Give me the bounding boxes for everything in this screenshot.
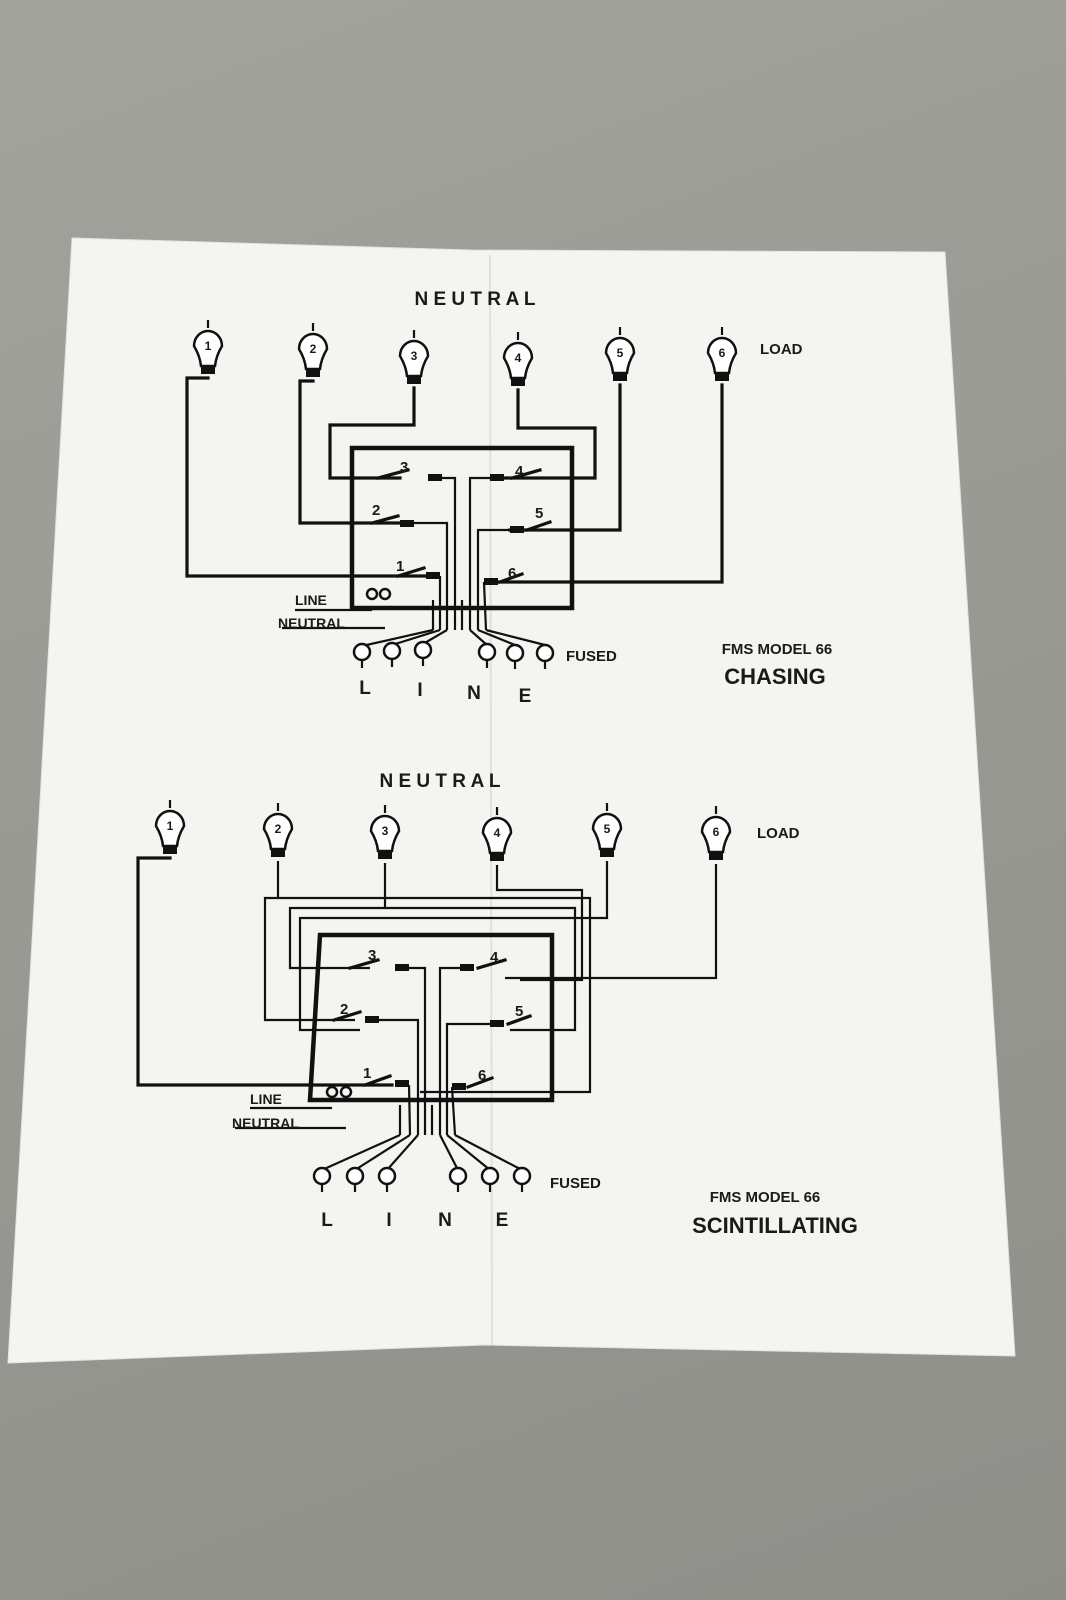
bulb-1: 1 (192, 329, 224, 374)
bulb-3: 3 (398, 339, 430, 384)
switch-number: 4 (490, 949, 499, 966)
line-input-label: LINE (295, 592, 327, 608)
fused-terminals: FUSED (312, 1133, 601, 1192)
bulb-6: 6 (706, 336, 738, 381)
controller-box (307, 932, 555, 1103)
switch-5: 5 (490, 1003, 533, 1027)
neutral-heading: N E U T R A L (414, 289, 535, 310)
paper-sheet (7, 237, 1016, 1364)
controller-box (349, 445, 575, 611)
fused-terminals: FUSED (352, 628, 617, 669)
bulb-number: 2 (275, 822, 282, 836)
line-letter: I (417, 680, 422, 701)
neutral-stubs (206, 320, 724, 340)
switch-4: 4 (490, 463, 542, 481)
load-wires (136, 856, 394, 1087)
line-letter: E (519, 686, 532, 707)
fused-label: FUSED (550, 1175, 601, 1192)
line-letter: N (438, 1210, 452, 1231)
bulb-number: 2 (310, 342, 317, 356)
bulb-number: 1 (205, 339, 212, 353)
bulb-number: 1 (167, 819, 174, 833)
internal-bus (414, 476, 510, 631)
neutral-stubs (168, 800, 718, 815)
power-input: LINE NEUTRAL (232, 1085, 353, 1131)
bulb-1: 1 (154, 809, 186, 854)
neutral-input-label: NEUTRAL (232, 1115, 299, 1131)
switch-6: 6 (452, 1067, 495, 1090)
internal-bus (379, 966, 490, 1136)
line-input-label: LINE (250, 1091, 282, 1107)
line-letter: I (386, 1210, 391, 1231)
paper-fold (489, 254, 493, 1346)
load-label: LOAD (760, 341, 803, 358)
switch-number: 1 (363, 1065, 371, 1082)
model-label: FMS MODEL 66 (710, 1189, 821, 1206)
switch-4: 4 (460, 949, 507, 971)
bulb-4: 4 (481, 816, 513, 861)
model-label: FMS MODEL 66 (722, 641, 833, 658)
line-letter: L (321, 1210, 333, 1231)
switch-3: 3 (348, 947, 409, 971)
bulb-number: 5 (604, 822, 611, 836)
bulb-number: 5 (617, 346, 624, 360)
switch-number: 2 (340, 1001, 348, 1018)
load-label: LOAD (757, 825, 800, 842)
bulb-number: 4 (515, 351, 522, 365)
neutral-input-label: NEUTRAL (278, 615, 345, 631)
switch-5: 5 (510, 505, 553, 533)
bulb-number: 4 (494, 826, 501, 840)
switch-number: 5 (535, 505, 543, 522)
load-wires-thin (263, 861, 718, 1094)
load-wires (185, 376, 724, 584)
switch-1: 1 (396, 558, 440, 579)
bulb-2: 2 (297, 332, 329, 377)
bulb-6: 6 (700, 815, 732, 860)
mode-label: SCINTILLATING (692, 1213, 858, 1238)
line-letters: L I N E (321, 1210, 508, 1231)
switch-2: 2 (370, 502, 414, 527)
mode-label: CHASING (724, 664, 825, 689)
bulb-number: 6 (713, 825, 720, 839)
wiring-diagram-scintillating: N E U T R A L LOAD 1 2 3 4 5 (136, 771, 858, 1238)
power-input: LINE NEUTRAL (278, 587, 392, 631)
line-letter: E (496, 1210, 509, 1231)
line-letters: L I N E (359, 678, 531, 707)
line-letter: N (467, 683, 481, 704)
fused-label: FUSED (566, 648, 617, 665)
switch-2: 2 (332, 1001, 379, 1023)
wiring-diagram-chasing: N E U T R A L LOAD 1 2 3 4 5 (185, 289, 833, 707)
bulb-number: 6 (719, 346, 726, 360)
switch-number: 5 (515, 1003, 523, 1020)
switch-number: 4 (515, 463, 524, 480)
neutral-heading: N E U T R A L (379, 771, 500, 792)
switch-number: 1 (396, 558, 404, 575)
bulb-5: 5 (604, 336, 636, 381)
bulb-number: 3 (382, 824, 389, 838)
switch-number: 6 (478, 1067, 486, 1084)
bulb-4: 4 (502, 341, 534, 386)
switch-number: 3 (400, 459, 408, 476)
switch-1: 1 (362, 1065, 409, 1088)
bulb-number: 3 (411, 349, 418, 363)
line-letter: L (359, 678, 371, 699)
switch-6: 6 (484, 565, 525, 585)
switch-3: 3 (376, 459, 442, 481)
switch-number: 3 (368, 947, 376, 964)
switch-number: 6 (508, 565, 516, 582)
switch-number: 2 (372, 502, 380, 519)
bulb-5: 5 (591, 812, 623, 857)
bulb-3: 3 (369, 814, 401, 859)
bulb-2: 2 (262, 812, 294, 857)
